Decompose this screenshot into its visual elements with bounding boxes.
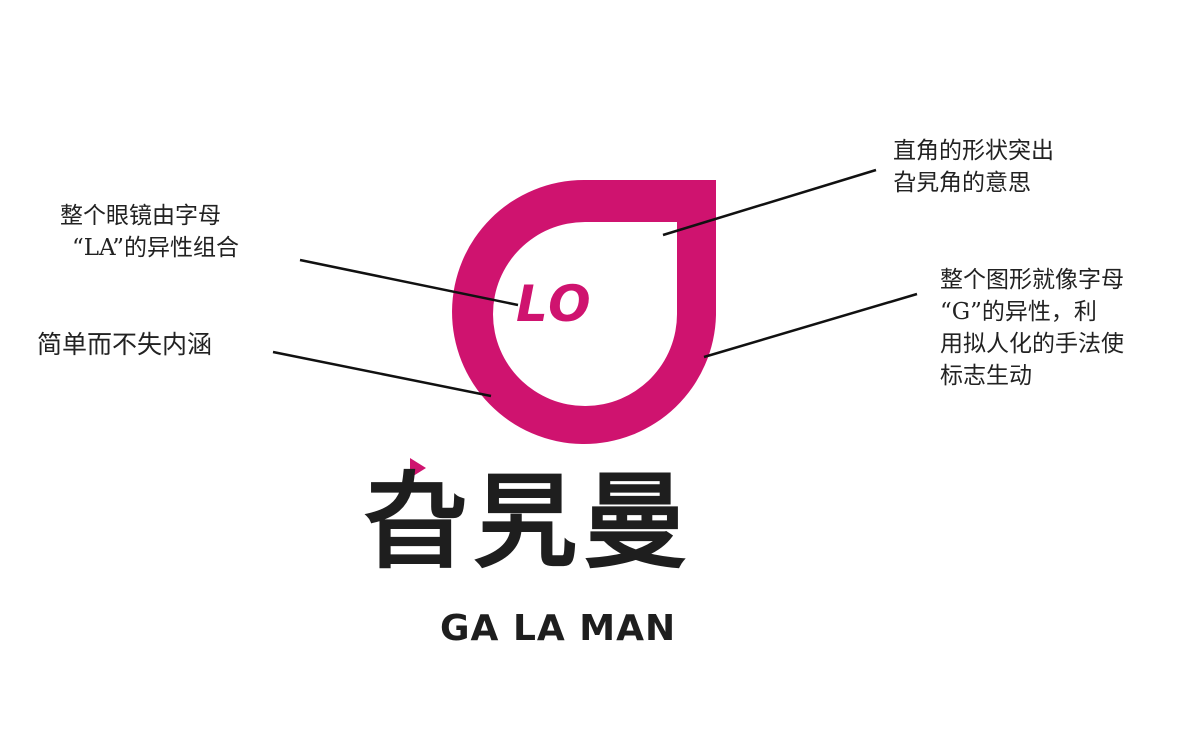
annotation-line: 整个图形就像字母 bbox=[940, 267, 1124, 293]
annotation-line: 简单而不失内涵 bbox=[37, 330, 213, 359]
annotation-top-right: 直角的形状突出 旮旯角的意思 bbox=[893, 135, 1054, 199]
annotation-line: 直角的形状突出 bbox=[893, 138, 1054, 164]
logo-monogram: LO bbox=[516, 275, 593, 333]
leader-line-top-right bbox=[662, 168, 877, 237]
leader-line-right-lower bbox=[703, 292, 918, 359]
annotation-line: “LA”的异性组合 bbox=[72, 235, 240, 261]
annotation-line: 用拟人化的手法使 bbox=[940, 331, 1124, 357]
brand-name-english: GA LA MAN bbox=[440, 608, 677, 649]
play-triangle-icon bbox=[410, 458, 426, 478]
annotation-left-lower: 简单而不失内涵 bbox=[37, 327, 212, 363]
brand-name-chinese: 旮旯曼 bbox=[363, 461, 694, 583]
annotation-line: 旮旯角的意思 bbox=[893, 170, 1031, 196]
leader-line-left-upper bbox=[299, 258, 519, 307]
annotation-line: “G”的异性，利 bbox=[940, 299, 1097, 325]
annotation-line: 标志生动 bbox=[940, 363, 1032, 389]
annotation-left-upper: 整个眼镜由字母 “LA”的异性组合 bbox=[60, 200, 239, 264]
logo-drop-shape bbox=[452, 180, 716, 444]
annotation-line: 整个眼镜由字母 bbox=[60, 203, 221, 229]
leader-line-left-lower bbox=[272, 350, 492, 398]
annotation-right-lower: 整个图形就像字母 “G”的异性，利 用拟人化的手法使 标志生动 bbox=[940, 264, 1124, 392]
